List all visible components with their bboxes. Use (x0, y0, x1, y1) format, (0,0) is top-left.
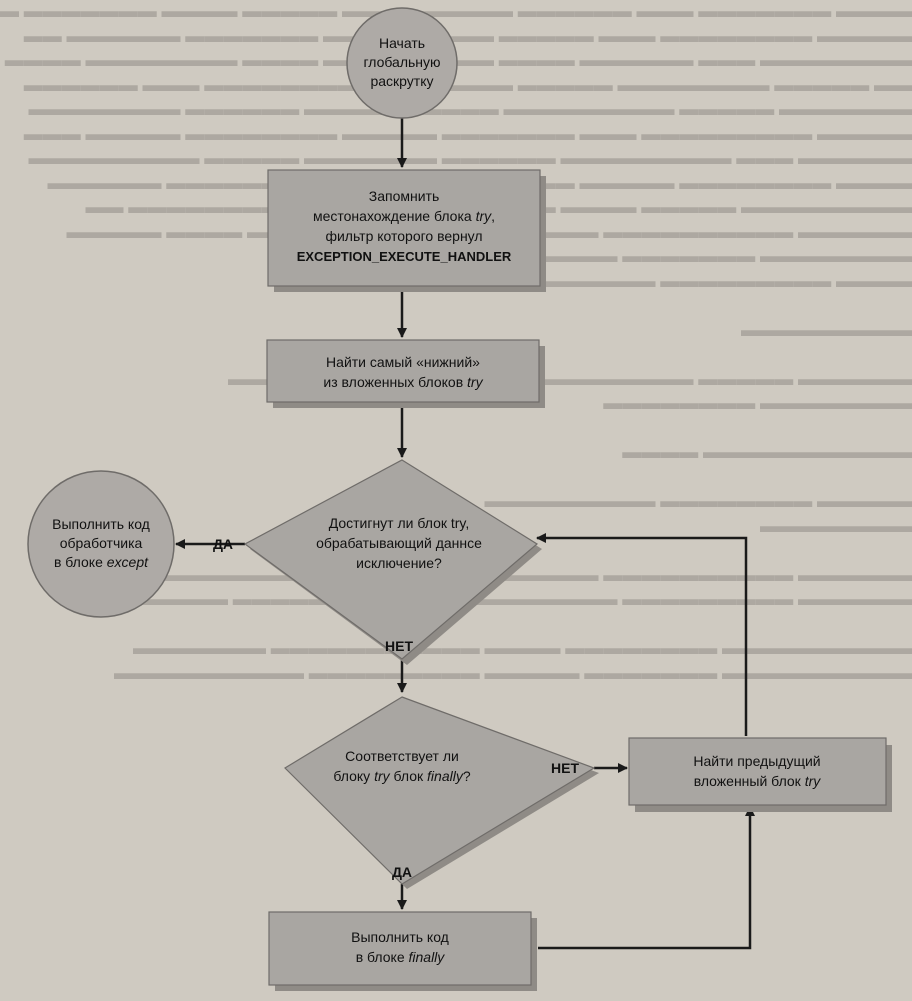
edge-find-prev-loop (536, 533, 748, 736)
find-lowest-box-shape (266, 339, 540, 403)
execute-except-line-2: обработчика (60, 535, 143, 551)
reached-decision: Достигнут ли блок try, обрабатывающий дан… (243, 459, 542, 665)
remember-box-text: Запомнить местонахождение блока try, фильт… (297, 188, 512, 264)
yes-label-except: ДА (213, 536, 233, 552)
reached-decision-text: Достигнут ли блок try, обрабатывающий дан… (316, 515, 482, 571)
has-finally-line-2: блоку try блок finally? (333, 768, 470, 784)
execute-except-node-text: Выполнить код обработчика в блоке except (52, 516, 150, 570)
find-prev-line-2: вложенный блок try (694, 773, 822, 789)
find-prev-box-shape (628, 737, 887, 806)
has-finally-line-1: Соответствует ли (345, 748, 459, 764)
remember-line-4: EXCEPTION_EXECUTE_HANDLER (297, 249, 512, 264)
execute-finally-line-1: Выполнить код (351, 929, 449, 945)
reached-line-1: Достигнут ли блок try, (329, 515, 470, 531)
remember-box: Запомнить местонахождение блока try, фильт… (267, 169, 546, 292)
execute-except-line-3: в блоке except (54, 554, 149, 570)
edge-finally-to-find-prev (538, 806, 755, 950)
start-line-2: глобальную (363, 54, 440, 70)
find-prev-box-text: Найти предыдущий вложенный блок try (693, 753, 821, 789)
finally-decision-shape (284, 696, 596, 885)
reached-line-2: обрабатывающий даннсе (316, 535, 482, 551)
find-prev-box: Найти предыдущий вложенный блок try (628, 737, 892, 812)
execute-except-node-shape (27, 470, 175, 618)
start-node-text: Начать глобальную раскрутку (363, 35, 440, 89)
find-lowest-line-2: из вложенных блоков try (323, 374, 483, 390)
no-label-finally: НЕТ (551, 760, 579, 776)
reached-line-3: исключение? (356, 555, 442, 571)
find-lowest-box-text: Найти самый «нижний» из вложенных блоков … (323, 354, 483, 390)
remember-line-3: фильтр которого вернул (325, 228, 482, 244)
execute-finally-box: Выполнить код в блоке finally (268, 911, 537, 991)
finally-decision: Соответствует ли блоку try блок finally? (284, 696, 599, 889)
start-node-shape (346, 7, 458, 119)
execute-except-node: Выполнить код обработчика в блоке except (27, 470, 175, 618)
yes-label-finally: ДА (392, 864, 412, 880)
connectors (175, 118, 755, 950)
reached-decision-shape (243, 459, 539, 660)
find-prev-line-1: Найти предыдущий (693, 753, 820, 769)
execute-finally-line-2: в блоке finally (356, 949, 446, 965)
execute-except-line-1: Выполнить код (52, 516, 150, 532)
remember-line-1: Запомнить (369, 188, 440, 204)
no-label-reached: НЕТ (385, 638, 413, 654)
start-line-3: раскрутку (370, 73, 433, 89)
remember-box-shape (267, 169, 541, 287)
remember-line-2: местонахождение блока try, (313, 208, 495, 224)
start-node: Начать глобальную раскрутку (346, 7, 458, 119)
find-lowest-box: Найти самый «нижний» из вложенных блоков … (266, 339, 545, 408)
finally-decision-text: Соответствует ли блоку try блок finally? (333, 748, 470, 784)
start-line-1: Начать (379, 35, 425, 51)
find-lowest-line-1: Найти самый «нижний» (326, 354, 480, 370)
execute-finally-box-shape (268, 911, 532, 986)
execute-finally-box-text: Выполнить код в блоке finally (351, 929, 449, 965)
